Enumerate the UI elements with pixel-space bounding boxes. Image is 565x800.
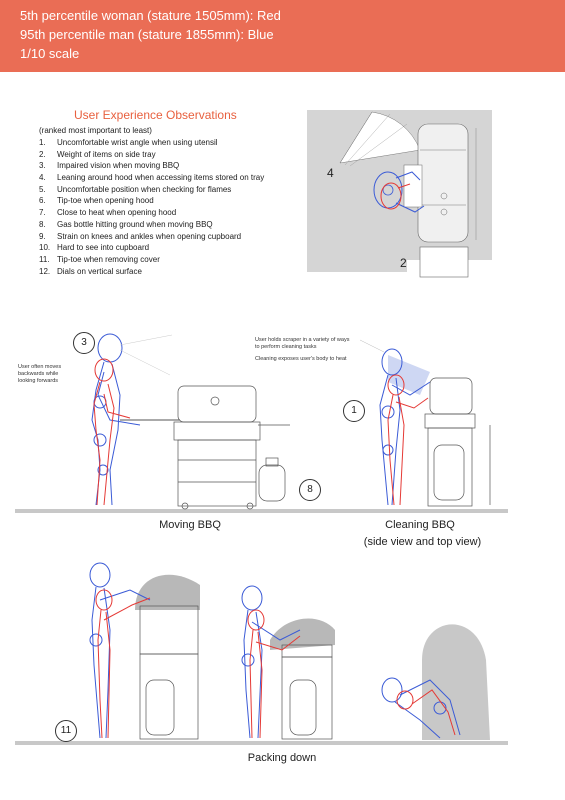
- cover-2: [270, 618, 335, 650]
- observation-text: Impaired vision when moving BBQ: [57, 161, 180, 171]
- packing-woman-2: [247, 609, 301, 739]
- cover-3: [422, 624, 490, 740]
- marker-3: 3: [73, 332, 95, 354]
- gas-bottle-moving: [258, 457, 286, 502]
- observation-item: 6. Tip-toe when opening hood: [39, 195, 264, 207]
- observation-number: 7.: [39, 208, 46, 218]
- scale-label: 1/10 scale: [20, 46, 80, 61]
- caption-packing: Packing down: [247, 752, 317, 764]
- observation-text: Weight of items on side tray: [57, 149, 156, 159]
- observation-number: 12.: [39, 266, 51, 276]
- marker-1: 1: [343, 400, 365, 422]
- cover-1: [135, 574, 200, 610]
- observation-item: 4. Leaning around hood when accessing ite…: [39, 172, 264, 184]
- note-heat: Cleaning exposes user's body to heat: [255, 356, 347, 362]
- packing-scene-3: [381, 624, 490, 740]
- observation-number: 11.: [39, 254, 50, 264]
- marker-8: 8: [299, 479, 321, 501]
- observation-item: 3. Impaired vision when moving BBQ: [39, 160, 264, 172]
- packing-man-3: [381, 677, 461, 739]
- observation-text: Dials on vertical surface: [57, 266, 142, 276]
- observation-number: 8.: [39, 219, 46, 229]
- observation-number: 1.: [39, 138, 46, 147]
- observation-item: 8. Gas bottle hitting ground when moving …: [39, 219, 264, 231]
- observations-subtitle: (ranked most important to least): [39, 126, 152, 135]
- packing-woman-3: [396, 689, 456, 736]
- observation-text: Leaning around hood when accessing items…: [57, 173, 265, 183]
- observation-item: 9. Strain on knees and ankles when openin…: [39, 231, 264, 243]
- packing-scene-1: [89, 562, 200, 740]
- bbq-side-moving: [173, 385, 290, 510]
- header-banner: 5th percentile woman (stature 1505mm): R…: [0, 0, 565, 72]
- caption-cleaning-sub: (side view and top view): [363, 536, 482, 548]
- observation-text: Tip-toe when removing cover: [57, 254, 160, 264]
- note-moving: User often moves backwards while looking…: [18, 364, 62, 384]
- observation-number: 4.: [39, 173, 46, 183]
- bbq-top-view: [417, 123, 469, 243]
- sightline-moving: [119, 334, 173, 346]
- observations-title: User Experience Observations: [74, 108, 237, 122]
- observation-text: Close to heat when opening hood: [57, 208, 177, 218]
- top-view-panel: [307, 110, 492, 278]
- observation-item: 12. Dials on vertical surface: [39, 266, 264, 278]
- packing-woman-1: [95, 589, 151, 739]
- moving-bbq-scene: [91, 333, 290, 510]
- observation-number: 9.: [39, 231, 46, 241]
- observation-number: 2.: [39, 149, 46, 159]
- top-view-strip: [307, 260, 407, 272]
- observation-item: 5. Uncomfortable position when checking f…: [39, 184, 264, 196]
- packing-man-2: [241, 585, 301, 739]
- observation-number: 10.: [39, 243, 51, 253]
- cleaning-bbq-scene: [359, 339, 491, 507]
- heat-zone: [388, 355, 430, 395]
- ground-upper: [15, 509, 508, 513]
- observation-item: 7. Close to heat when opening hood: [39, 207, 264, 219]
- marker-4: 4: [327, 166, 334, 180]
- caption-moving: Moving BBQ: [159, 519, 221, 531]
- legend-woman: 5th percentile woman (stature 1505mm): R…: [20, 8, 281, 23]
- legend-man: 95th percentile man (stature 1855mm): Bl…: [20, 27, 274, 42]
- observation-text: Gas bottle hitting ground when moving BB…: [57, 219, 213, 229]
- cleaning-figure-woman: [387, 374, 429, 506]
- caption-cleaning: Cleaning BBQ: [385, 519, 455, 531]
- observation-item: 1. Uncomfortable wrist angle when using u…: [39, 137, 264, 149]
- ground-lower: [15, 741, 508, 745]
- observation-number: 5.: [39, 184, 46, 194]
- note-scraper: User holds scraper in a variety of ways …: [255, 337, 350, 350]
- observation-item: 2. Weight of items on side tray: [39, 149, 264, 161]
- observation-item: 10. Hard to see into cupboard: [39, 242, 264, 254]
- marker-2: 2: [400, 256, 407, 270]
- observation-text: Strain on knees and ankles when opening …: [57, 231, 242, 241]
- topview-woman: [380, 182, 402, 210]
- observation-number: 6.: [39, 196, 46, 206]
- marker-11: 11: [55, 720, 77, 742]
- observation-text: Tip-toe when opening hood: [57, 196, 154, 206]
- moving-figure-woman: [93, 358, 131, 506]
- observation-item: 11. Tip-toe when removing cover: [39, 254, 264, 266]
- observation-text: Uncomfortable position when checking for…: [57, 184, 232, 194]
- packing-scene-2: [241, 585, 335, 740]
- observation-text: Hard to see into cupboard: [57, 243, 150, 253]
- bbq-side-cleaning: [424, 377, 491, 507]
- observations-list: 1. Uncomfortable wrist angle when using u…: [39, 137, 264, 277]
- observation-text: Uncomfortable wrist angle when using ute…: [57, 138, 218, 147]
- observation-number: 3.: [39, 161, 46, 171]
